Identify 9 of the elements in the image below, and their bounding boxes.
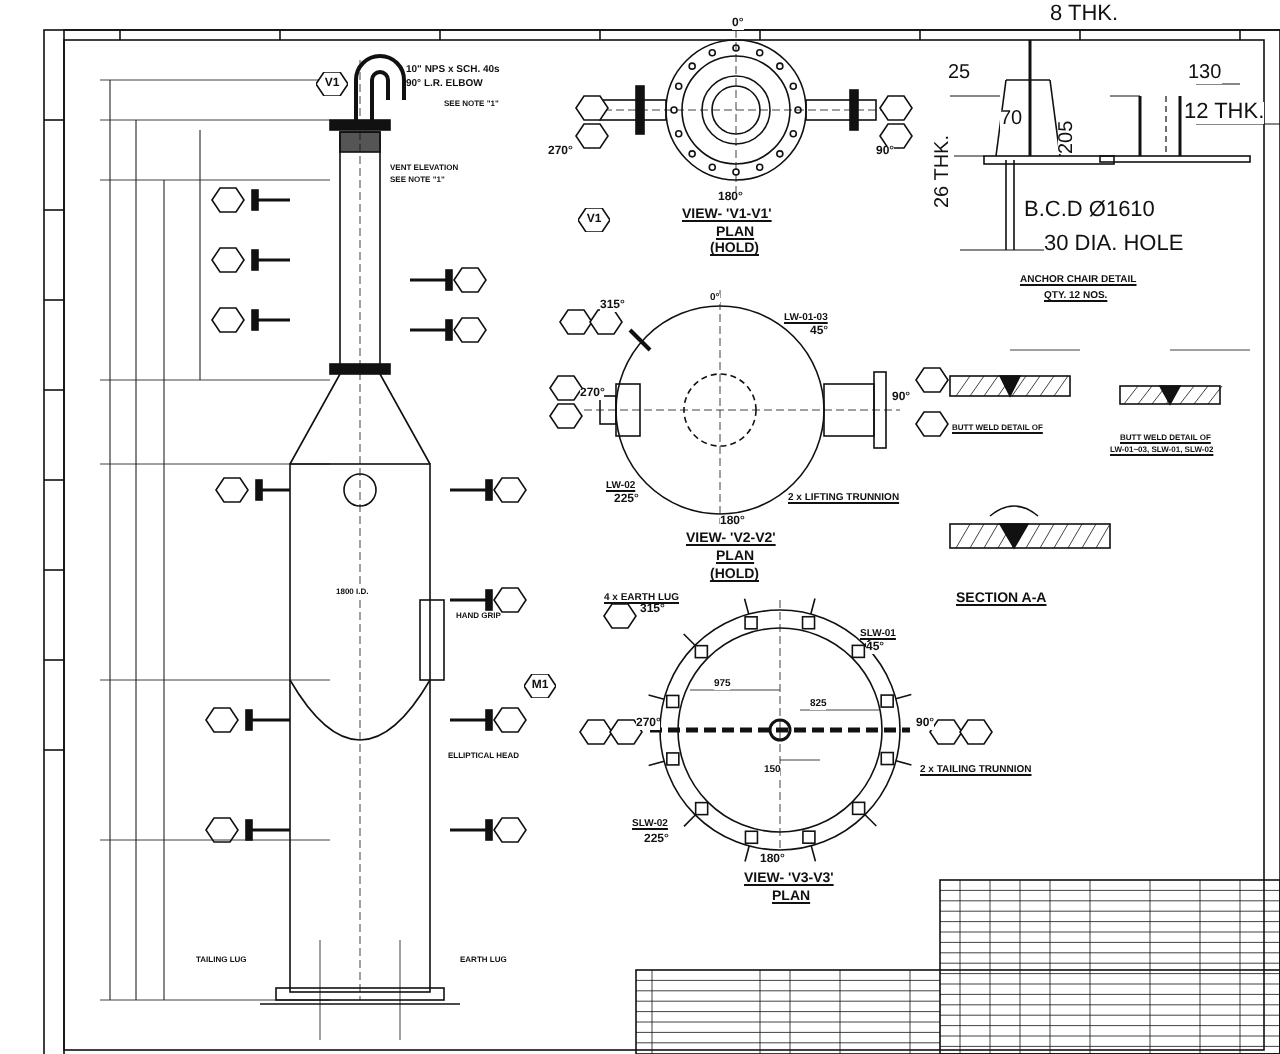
drawing-label: B.C.D Ø1610 <box>1024 200 1155 222</box>
drawing-label: 26 THK. <box>934 135 954 208</box>
drawing-label: 25 <box>948 64 971 84</box>
drawing-label: 8 THK. <box>1050 4 1119 26</box>
drawing-label: 12 THK. <box>1184 102 1265 124</box>
drawing-label: 130 <box>1188 64 1222 84</box>
drawing-label: 30 DIA. HOLE <box>1044 234 1184 256</box>
drawing-label: 70 <box>1000 110 1023 130</box>
drawing-label: 205 <box>1058 120 1078 154</box>
